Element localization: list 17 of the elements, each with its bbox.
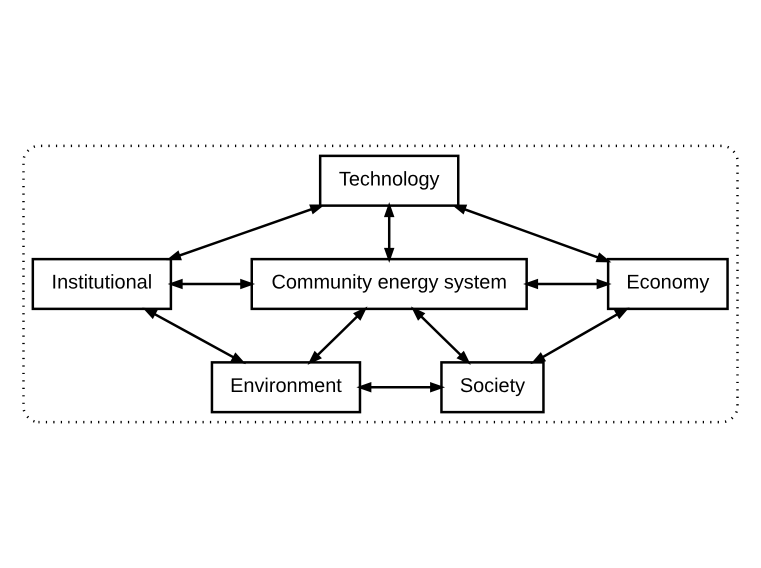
arrow [308, 306, 368, 365]
node-box: Economy [606, 258, 729, 310]
arrow [166, 204, 326, 260]
cluster [22, 144, 739, 424]
arrow [384, 202, 394, 263]
node-box: Society [440, 361, 545, 414]
arrow [451, 204, 612, 262]
arrow [530, 307, 630, 364]
node-box: Environment [210, 361, 362, 414]
node-box: Community energy system [250, 258, 528, 310]
node-box: Technology [318, 154, 460, 207]
arrow [410, 306, 471, 365]
node-box: Institutional [32, 258, 172, 310]
arrow [168, 278, 256, 290]
arrow [142, 307, 246, 364]
arrow [356, 382, 446, 392]
arrow [523, 278, 612, 290]
